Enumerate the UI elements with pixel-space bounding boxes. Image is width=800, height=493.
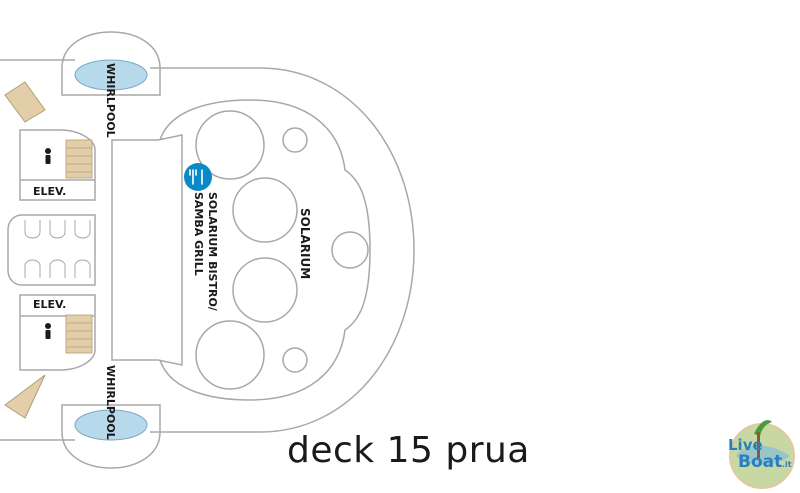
fork-knife-icon [184,163,212,191]
elev-top-label: ELEV. [33,185,66,198]
stairs-bottom-icon [65,314,93,354]
liveboat-logo: Live Boat .it [728,420,795,489]
whirlpool-bottom-label: WHIRLPOOL [104,365,117,440]
restaurant-label-line1: SOLARIUM BISTRO/ [206,192,219,312]
core-bottom [19,294,96,371]
seating-area [7,214,96,286]
solarium-label: SOLARIUM [298,208,312,279]
whirlpool-bottom-tower [61,404,161,469]
page-title: deck 15 prua [287,430,530,471]
logo-live: Live [728,436,763,454]
logo-boat: Boat [738,452,782,472]
whirlpool-top-icon [74,59,148,91]
person-icon [45,148,51,339]
whirlpool-top-tower [61,31,161,96]
elev-bottom-label: ELEV. [33,298,66,311]
service-block [111,134,183,366]
restaurant-label-line2: SAMBA GRILL [192,192,205,276]
stairs-icon [4,81,46,419]
whirlpool-top-label: WHIRLPOOL [104,63,117,138]
solarium-area [159,99,371,401]
logo-suffix: .it [782,460,792,469]
stairs-top-icon [65,139,93,179]
core-top [19,129,96,201]
whirlpool-bottom-icon [74,409,148,441]
